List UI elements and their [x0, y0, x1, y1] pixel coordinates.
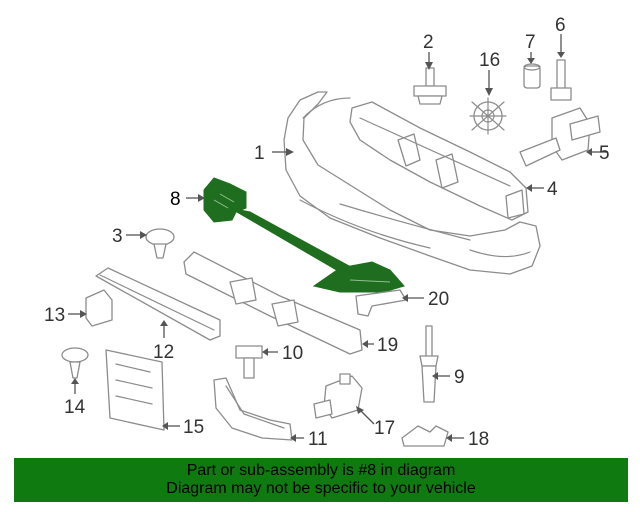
push-pin-part-3[interactable]: [145, 228, 175, 259]
clip-part-10[interactable]: [235, 345, 263, 379]
long-bolt-part-6[interactable]: [550, 59, 572, 101]
bolt-part-2[interactable]: [413, 67, 447, 105]
callout-15: 15: [183, 417, 204, 438]
grille-bar-part-19[interactable]: [183, 251, 363, 355]
banner-line-2: Diagram may not be specific to your vehi…: [166, 480, 476, 497]
callout-19: 19: [377, 335, 398, 356]
bracket-part-20[interactable]: [355, 289, 407, 317]
rivet-part-9[interactable]: [419, 325, 439, 403]
bracket-part-5[interactable]: [519, 107, 601, 167]
clip-nut-part-16[interactable]: [469, 97, 507, 135]
callout-20: 20: [428, 289, 449, 310]
callout-12: 12: [153, 342, 174, 363]
callout-3: 3: [112, 226, 123, 247]
plate-part-15[interactable]: [105, 349, 165, 431]
callout-4: 4: [547, 179, 558, 200]
callout-labels: 1 2 16 7 6 5 4 8 3 20 13 12 19 10 9 14 1…: [44, 15, 610, 450]
callout-5: 5: [599, 143, 610, 164]
push-pin-part-14[interactable]: [61, 347, 89, 379]
callout-14: 14: [64, 397, 86, 418]
callout-10: 10: [282, 343, 303, 364]
callout-18: 18: [468, 429, 489, 450]
block-part-13[interactable]: [85, 289, 113, 327]
callout-1: 1: [254, 143, 265, 164]
callout-13: 13: [44, 305, 65, 326]
callout-2: 2: [423, 32, 434, 53]
callout-7: 7: [525, 32, 536, 53]
callout-8: 8: [170, 189, 181, 210]
callout-9: 9: [454, 367, 465, 388]
deflector-part-8-highlighted[interactable]: [203, 177, 405, 293]
parts-diagram: 1 2 16 7 6 5 4 8 3 20 13 12 19 10 9 14 1…: [44, 15, 610, 450]
bumper-cover[interactable]: [283, 91, 541, 275]
callout-16: 16: [479, 50, 500, 71]
info-banner: Part or sub-assembly is #8 in diagram Di…: [14, 458, 628, 502]
callout-6: 6: [555, 15, 566, 36]
strip-part-12[interactable]: [95, 267, 221, 341]
callout-17: 17: [374, 418, 395, 439]
bumper-reinforcement[interactable]: [349, 101, 529, 221]
sleeve-part-7[interactable]: [523, 63, 541, 89]
air-deflector-part-11[interactable]: [213, 377, 293, 441]
leader-lines: [68, 34, 608, 442]
banner-line-1: Part or sub-assembly is #8 in diagram: [186, 462, 456, 479]
clip-part-18[interactable]: [401, 425, 449, 447]
sensor-part-17[interactable]: [313, 373, 363, 419]
callout-11: 11: [308, 429, 328, 450]
